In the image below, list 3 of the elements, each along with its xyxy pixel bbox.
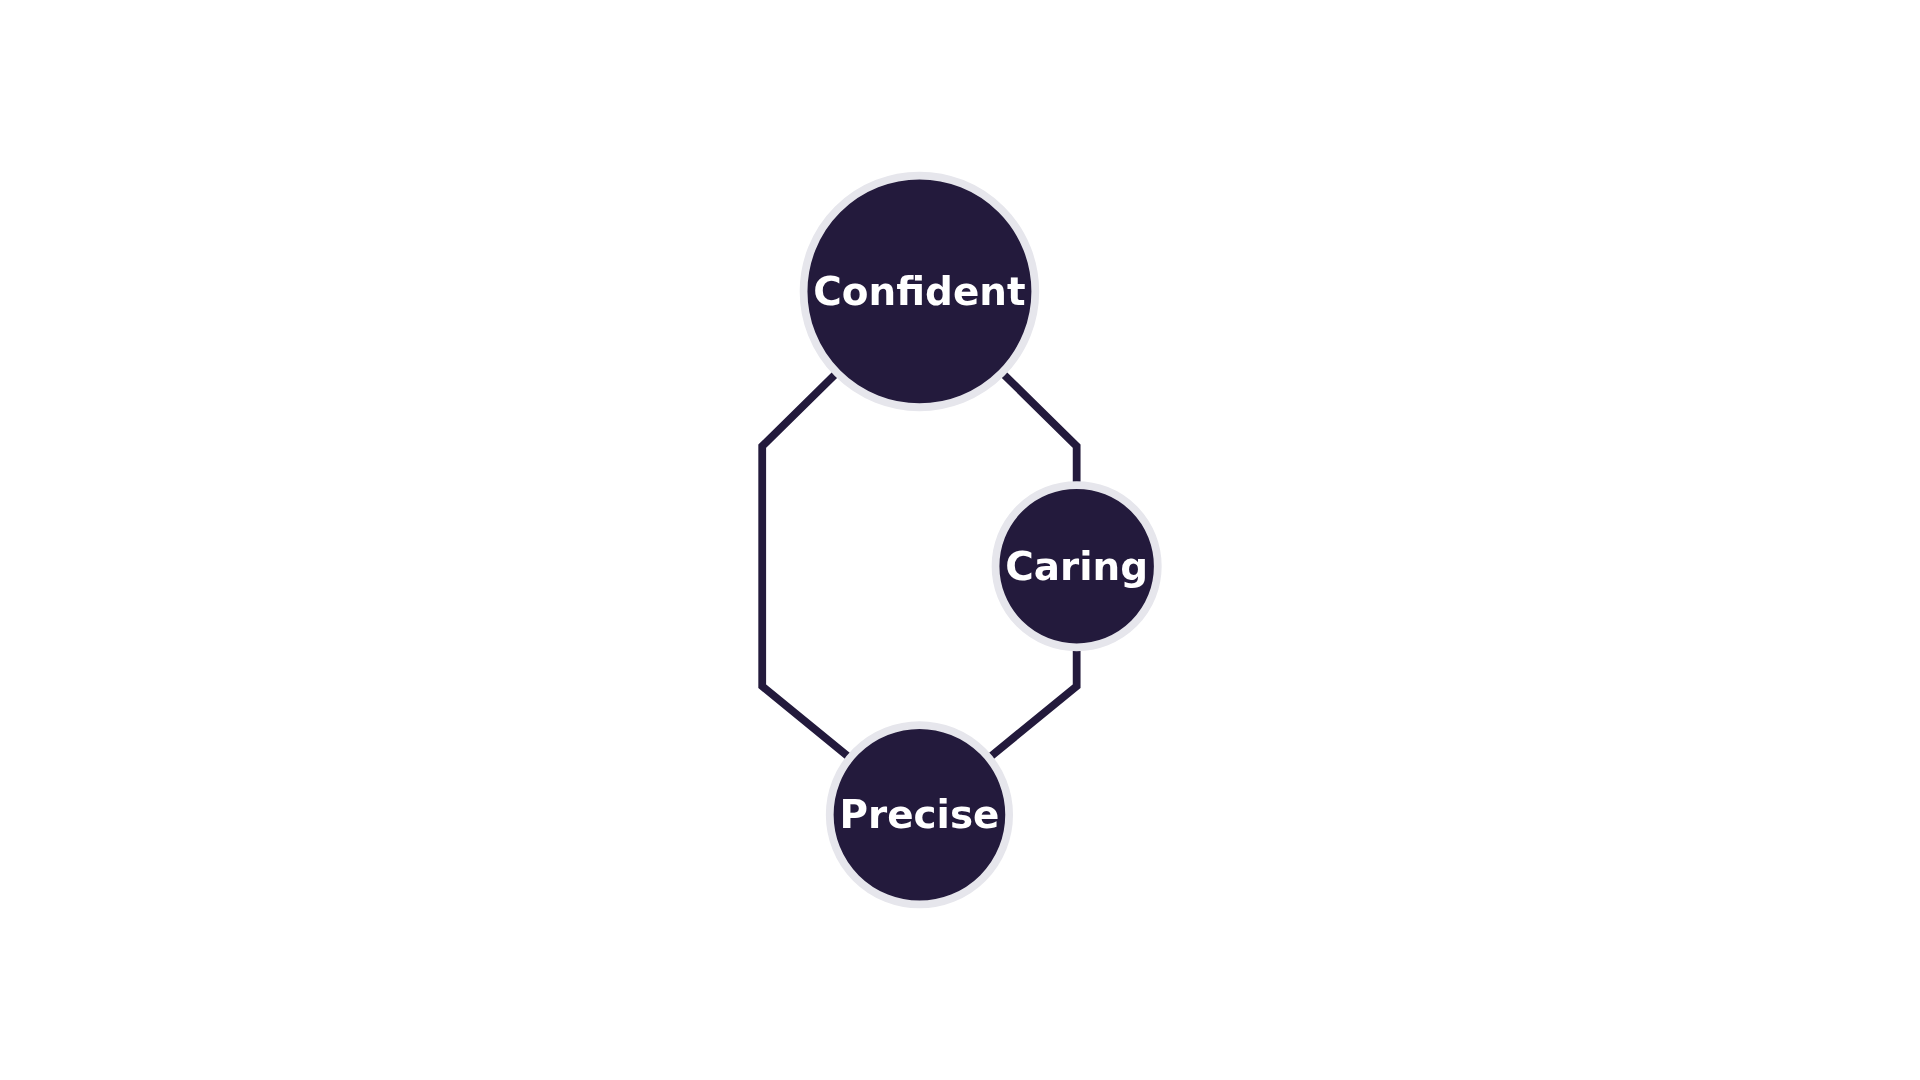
node-circle: Caring <box>991 481 1162 652</box>
node-circle: Confident <box>799 171 1040 412</box>
node-circle: Precise <box>825 721 1013 909</box>
